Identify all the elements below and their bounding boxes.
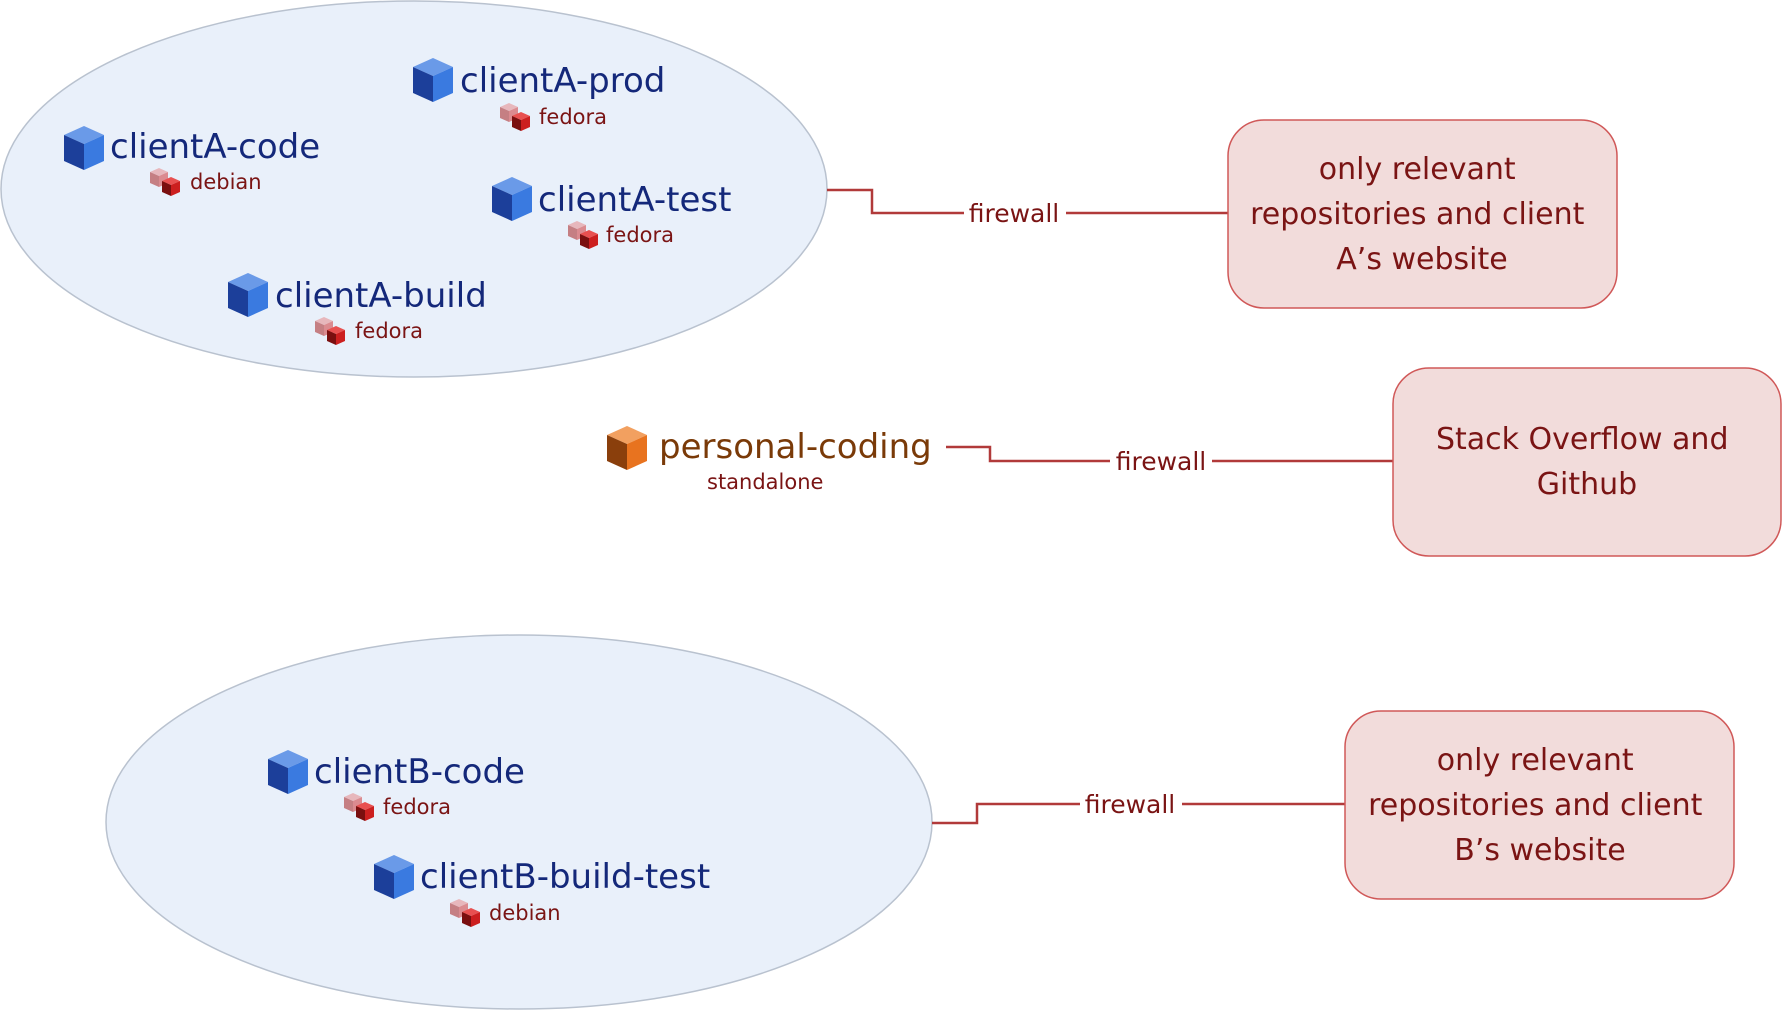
allowed-line: A’s website (1336, 242, 1507, 277)
vm-name: clientB-code (314, 752, 525, 792)
allowed-box-b (1344, 710, 1735, 900)
vm-name: clientA-prod (460, 61, 665, 101)
vm-cube-icon (268, 750, 308, 794)
connector-line-a (827, 188, 964, 215)
template-name: fedora (355, 319, 423, 343)
vm-personal-coding[interactable]: personal-coding standalone (607, 426, 932, 494)
vm-cube-icon (607, 426, 647, 470)
vm-cube-icon (492, 177, 532, 221)
template-name: fedora (539, 105, 607, 129)
vm-name: personal-coding (659, 427, 932, 467)
vm-name: clientA-code (110, 127, 320, 167)
allowed-line: repositories and client (1368, 788, 1703, 823)
template-name: debian (489, 901, 561, 925)
allowed-line: B’s website (1454, 833, 1626, 868)
vm-clientb-build-test[interactable]: clientB-build-test debian (374, 855, 710, 927)
template-name: fedora (383, 795, 451, 819)
vm-clienta-prod[interactable]: clientA-prod fedora (413, 58, 665, 131)
template-name: standalone (707, 470, 823, 494)
connector-line-b (932, 802, 1080, 825)
allowed-text-a: only relevant repositories and client A’… (1250, 152, 1594, 277)
allowed-line: Stack Overflow and (1436, 422, 1729, 457)
allowed-line: only relevant (1437, 743, 1634, 778)
allowed-box-personal (1392, 367, 1782, 557)
vm-clienta-code[interactable]: clientA-code debian (64, 126, 320, 196)
firewall-label-a: firewall (969, 199, 1060, 228)
vm-name: clientA-build (275, 276, 487, 316)
vm-clienta-test[interactable]: clientA-test fedora (492, 177, 731, 249)
vm-clientb-code[interactable]: clientB-code fedora (268, 750, 525, 821)
vm-name: clientA-test (538, 180, 731, 220)
allowed-text-b: only relevant repositories and client B’… (1368, 743, 1712, 868)
allowed-text-personal: Stack Overflow and Github (1436, 422, 1738, 502)
firewall-label-personal: firewall (1116, 447, 1207, 476)
vm-name: clientB-build-test (420, 857, 710, 897)
template-name: fedora (606, 223, 674, 247)
allowed-line: Github (1537, 467, 1637, 502)
allowed-line: repositories and client (1250, 197, 1585, 232)
connector-line-personal (946, 445, 1110, 463)
vm-cube-icon (228, 273, 268, 317)
allowed-box-a (1227, 119, 1618, 309)
template-name: debian (190, 170, 262, 194)
allowed-line: only relevant (1319, 152, 1516, 187)
vm-cube-icon (64, 126, 104, 170)
vm-cube-icon (374, 855, 414, 899)
firewall-label-b: firewall (1085, 790, 1176, 819)
vm-cube-icon (413, 58, 453, 102)
client-b-group (105, 634, 933, 1010)
vm-clienta-build[interactable]: clientA-build fedora (228, 273, 487, 345)
